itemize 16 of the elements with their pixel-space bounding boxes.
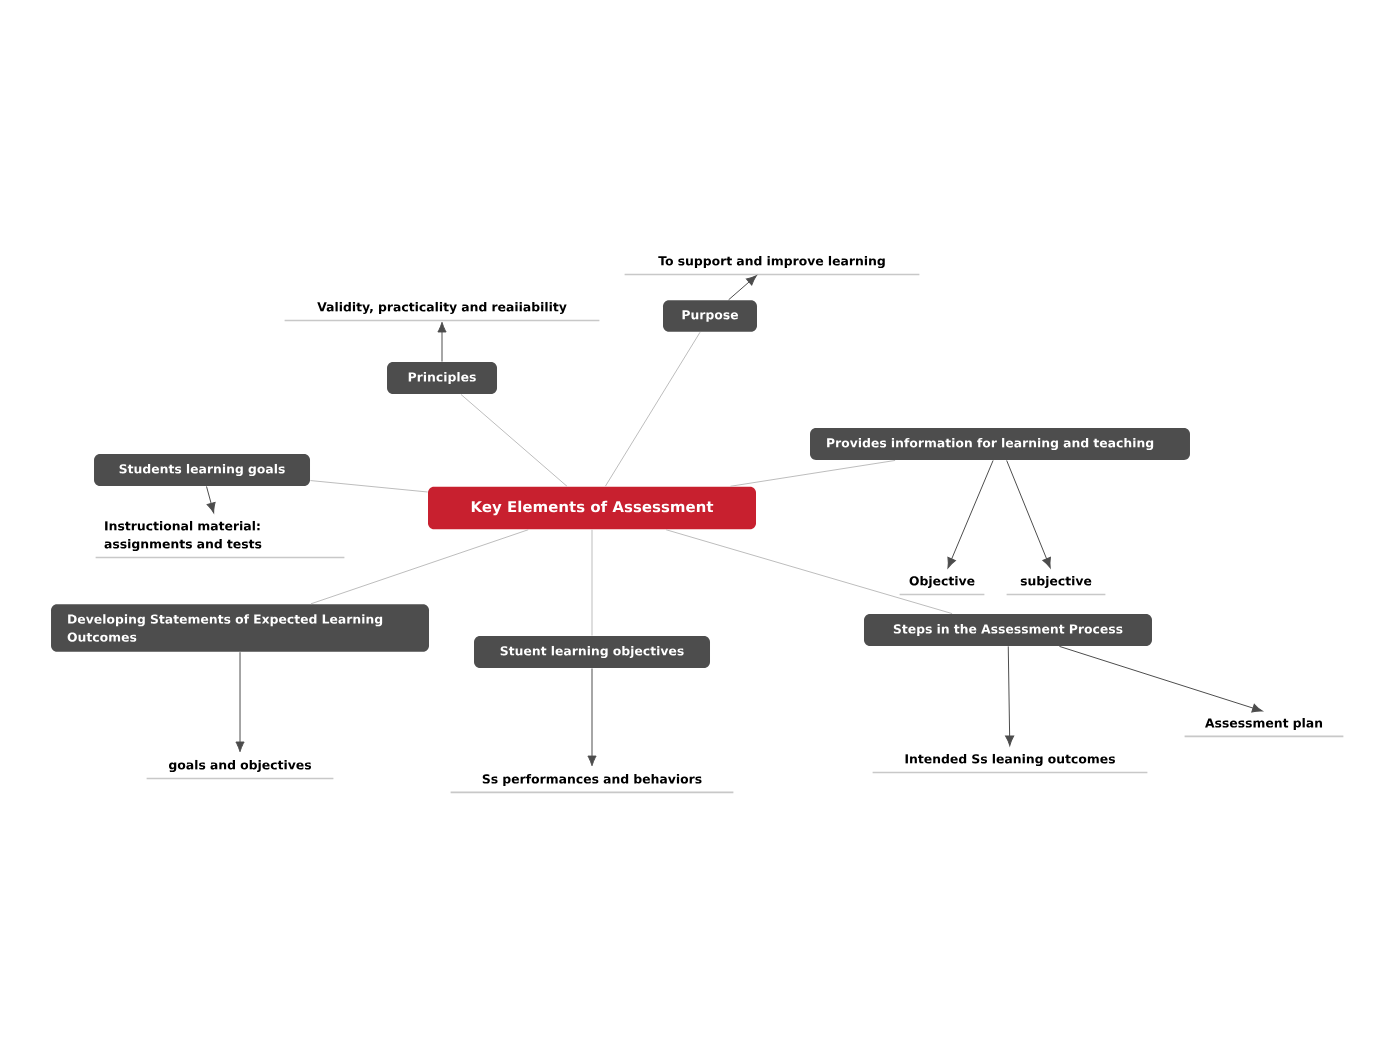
connector: [437, 321, 447, 363]
connector: [665, 529, 953, 615]
connector: [604, 331, 701, 487]
connector: [1058, 645, 1263, 713]
connector: [206, 485, 216, 514]
connector: [1006, 459, 1051, 569]
connector: [591, 529, 593, 637]
connector: [728, 275, 757, 301]
connector: [309, 480, 429, 493]
connector: [587, 667, 597, 767]
connector: [729, 459, 896, 487]
connector: [947, 459, 994, 569]
connector: [1005, 645, 1015, 747]
connector: [310, 529, 529, 605]
connector: [460, 393, 568, 487]
connector: [235, 651, 245, 753]
